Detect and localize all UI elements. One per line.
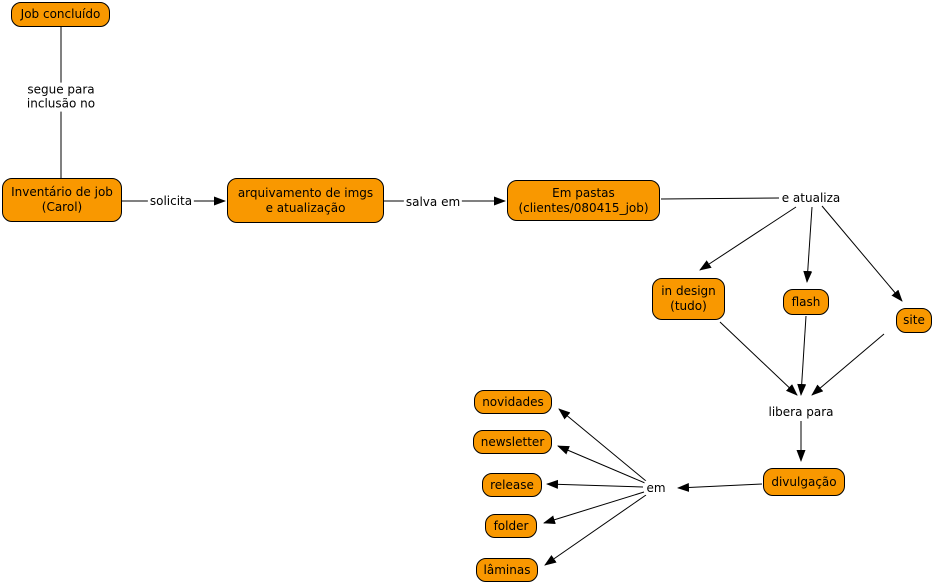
node-laminas[interactable]: lâminas [476,558,538,582]
node-inventario-de-job[interactable]: Inventário de job (Carol) [2,178,122,222]
link-label-em[interactable]: em [644,480,668,496]
node-em-pastas[interactable]: Em pastas (clientes/080415_job) [507,180,660,221]
link-label-libera-para[interactable]: libera para [766,404,836,420]
node-divulgacao[interactable]: divulgação [763,468,845,496]
node-job-concluido[interactable]: Job concluído [11,2,110,27]
node-newsletter[interactable]: newsletter [473,430,552,454]
node-novidades[interactable]: novidades [474,390,552,414]
link-label-segue-para-inclusao-no[interactable]: segue para inclusão no [24,82,98,112]
node-site[interactable]: site [896,308,932,333]
node-folder[interactable]: folder [485,514,537,538]
node-in-design[interactable]: in design (tudo) [652,278,725,320]
link-label-salva-em[interactable]: salva em [403,194,463,210]
node-flash[interactable]: flash [783,289,829,315]
node-arquivamento[interactable]: arquivamento de imgs e atualização [227,178,384,223]
link-label-solicita[interactable]: solicita [147,193,195,209]
node-release[interactable]: release [482,473,542,497]
link-label-e-atualiza[interactable]: e atualiza [779,190,843,206]
